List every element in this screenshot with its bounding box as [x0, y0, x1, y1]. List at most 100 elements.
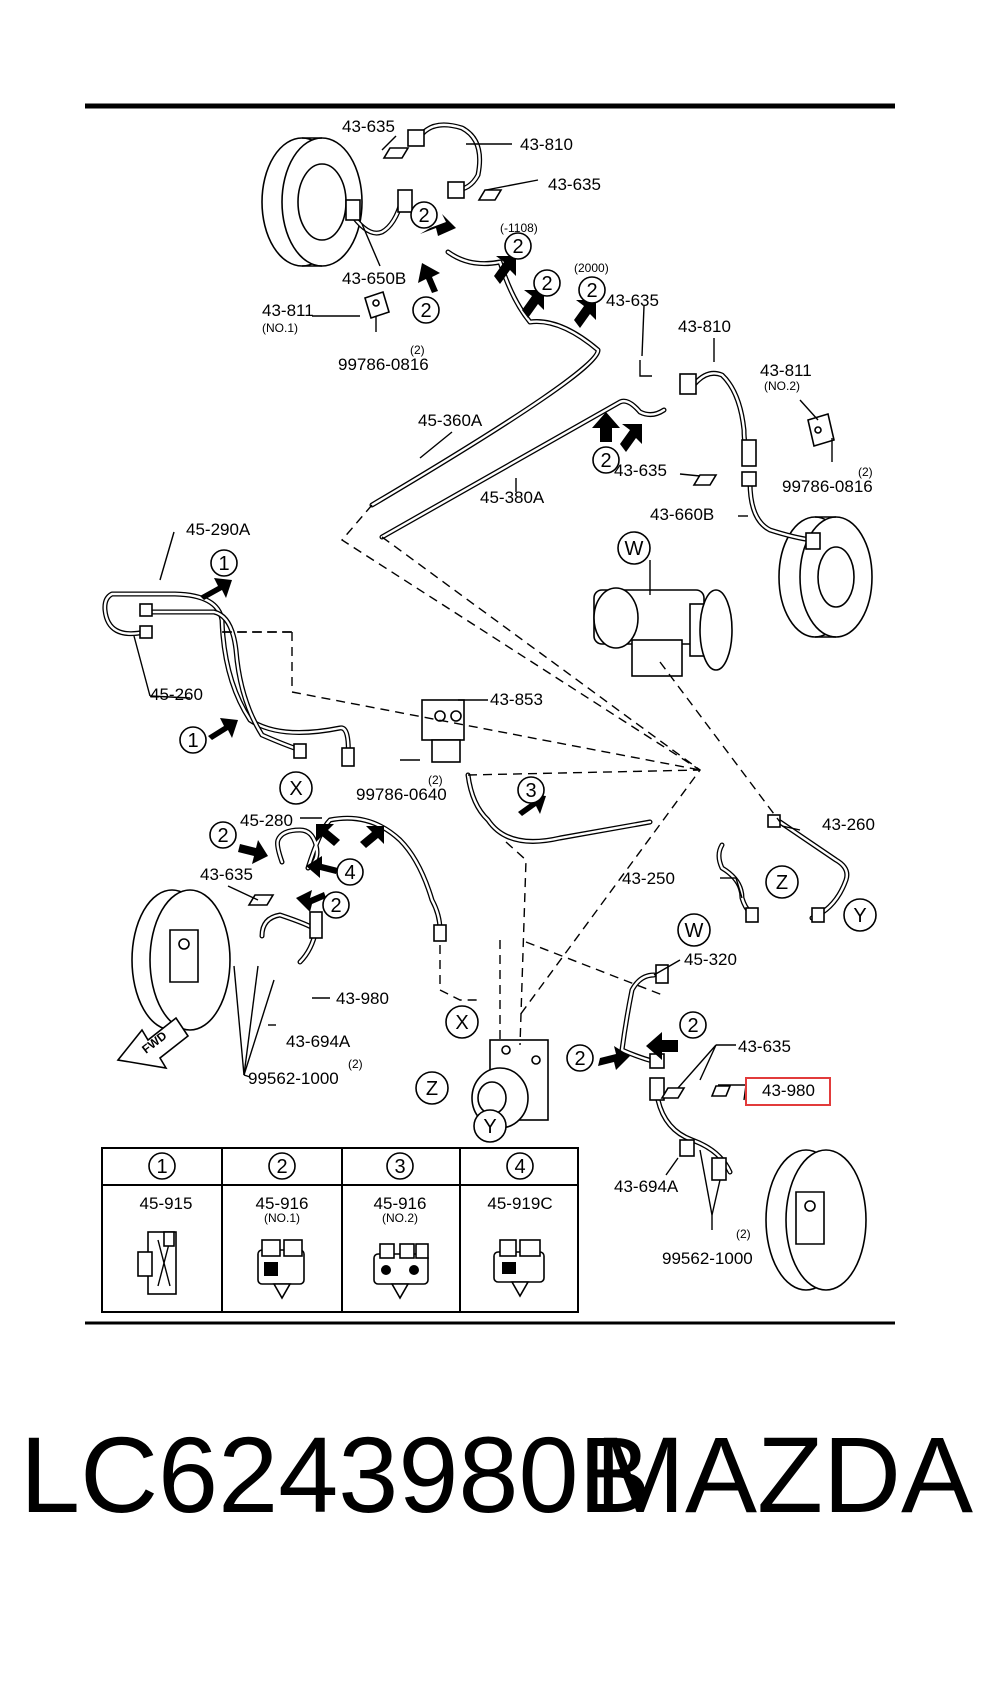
pipe-43-660B — [747, 479, 815, 543]
svg-text:W: W — [685, 920, 704, 942]
marker-y-bottom: Y — [473, 1109, 507, 1143]
label-43-811-no1: 43-811 — [262, 301, 314, 320]
label-43-853: 43-853 — [490, 690, 543, 709]
marker-y-right: Y — [843, 898, 877, 932]
clip-45-916-no1-icon — [257, 1239, 305, 1300]
label-no1: (NO.1) — [262, 321, 298, 335]
highlight-box — [745, 1077, 831, 1106]
rear-right-wheel — [765, 1149, 867, 1291]
label-45-280: 45-280 — [240, 811, 293, 830]
rear-left-wheel — [131, 889, 231, 1031]
circled-2-j: 2 — [566, 1044, 594, 1072]
label-43-694A-a: 43-694A — [286, 1032, 351, 1051]
circled-1-a: 1 — [210, 549, 238, 577]
pipe-45-360A — [369, 249, 601, 508]
leader-lines — [133, 135, 833, 1230]
svg-text:2: 2 — [541, 273, 552, 295]
pipe-45-320 — [619, 972, 659, 1065]
svg-text:45-919C: 45-919C — [487, 1194, 552, 1213]
svg-text:Z: Z — [776, 872, 788, 894]
label-99786-0816-b: 99786-0816 — [782, 477, 873, 496]
svg-text:2: 2 — [276, 1156, 287, 1178]
label-43-635-e: 43-635 — [200, 865, 253, 884]
pipe-43-650B — [347, 197, 405, 236]
circled-2-g: 2 — [209, 821, 237, 849]
svg-text:2: 2 — [586, 280, 597, 302]
marker-w-top: W — [617, 531, 651, 565]
label-43-980-a: 43-980 — [336, 989, 389, 1008]
circled-2-e: 2 — [412, 296, 440, 324]
label-43-635-c: 43-635 — [606, 291, 659, 310]
svg-text:(NO.2): (NO.2) — [382, 1211, 418, 1225]
legend-col-2: 2 45-916 (NO.1) — [256, 1152, 309, 1300]
circled-1-b: 1 — [179, 726, 207, 754]
svg-text:1: 1 — [187, 730, 198, 752]
marker-z-right: Z — [765, 865, 799, 899]
part-number: LC6243980B — [20, 1414, 651, 1535]
fittings — [139, 129, 825, 1181]
svg-text:Z: Z — [426, 1078, 438, 1100]
svg-text:X: X — [455, 1012, 468, 1034]
svg-text:2: 2 — [420, 300, 431, 322]
legend-col-3: 3 45-916 (NO.2) — [373, 1152, 429, 1300]
proportioning-valve — [421, 699, 465, 763]
label-99786-0816-a: 99786-0816 — [338, 355, 429, 374]
svg-text:45-915: 45-915 — [140, 1194, 193, 1213]
label-43-810-b: 43-810 — [678, 317, 731, 336]
svg-text:X: X — [289, 778, 302, 800]
pipe-front-left-hose — [415, 122, 483, 193]
part-labels: 43-635 43-810 43-635 (-1108) (2000) 43-6… — [150, 117, 875, 1268]
circled-2-d: 2 — [578, 276, 606, 304]
svg-text:1: 1 — [156, 1156, 167, 1178]
clip-45-916-no2-icon — [373, 1243, 429, 1300]
label-43-250: 43-250 — [622, 869, 675, 888]
label-1108: (-1108) — [500, 221, 538, 235]
svg-text:2: 2 — [512, 236, 523, 258]
circled-3-a: 3 — [517, 776, 545, 804]
label-43-811-no2: 43-811 — [760, 361, 812, 380]
label-qty-2-a: (2) — [410, 343, 425, 357]
circled-4-a: 4 — [336, 858, 364, 886]
circled-2-f: 2 — [592, 446, 620, 474]
fwd-arrow-icon: FWD — [116, 1016, 190, 1070]
pipe-45-260 — [142, 609, 303, 753]
clip-45-915-icon — [137, 1231, 177, 1295]
marker-w-bottom: W — [677, 913, 711, 947]
clip-legend-table: 1 45-915 2 45-916 (NO.1) — [101, 1147, 579, 1313]
label-43-260: 43-260 — [822, 815, 875, 834]
svg-text:45-916: 45-916 — [256, 1194, 309, 1213]
label-qty-2-d: (2) — [348, 1057, 363, 1071]
label-45-320: 45-320 — [684, 950, 737, 969]
svg-text:2: 2 — [330, 895, 341, 917]
front-left-wheel — [261, 137, 363, 267]
label-no2: (NO.2) — [764, 379, 800, 393]
label-43-635-d: 43-635 — [614, 461, 667, 480]
svg-text:1: 1 — [218, 553, 229, 575]
label-45-380A: 45-380A — [480, 488, 545, 507]
svg-text:2: 2 — [600, 450, 611, 472]
svg-text:2: 2 — [574, 1048, 585, 1070]
circled-2-c: 2 — [533, 269, 561, 297]
svg-text:4: 4 — [344, 862, 355, 884]
legend-col-1: 1 45-915 — [137, 1152, 193, 1295]
dashed-lines — [222, 504, 781, 1046]
label-qty-2-b: (2) — [858, 465, 873, 479]
marker-x-left: X — [279, 771, 313, 805]
label-99562-1000-b: 99562-1000 — [662, 1249, 753, 1268]
label-qty-2-c: (2) — [428, 773, 443, 787]
circled-2-b: 2 — [504, 232, 532, 260]
brand-name: MAZDA — [595, 1414, 973, 1535]
label-45-290A: 45-290A — [186, 520, 251, 539]
label-43-980-b: 43-980 — [762, 1081, 815, 1100]
marker-z-bottom: Z — [415, 1071, 449, 1105]
pipe-45-290A — [102, 591, 351, 763]
circled-2-i: 2 — [679, 1011, 707, 1039]
master-cylinder — [593, 560, 733, 677]
label-43-810-a: 43-810 — [520, 135, 573, 154]
brackets — [247, 147, 835, 1099]
label-43-660B: 43-660B — [650, 505, 714, 524]
label-43-635-f: 43-635 — [738, 1037, 791, 1056]
label-2000: (2000) — [574, 261, 609, 275]
svg-text:3: 3 — [394, 1156, 405, 1178]
